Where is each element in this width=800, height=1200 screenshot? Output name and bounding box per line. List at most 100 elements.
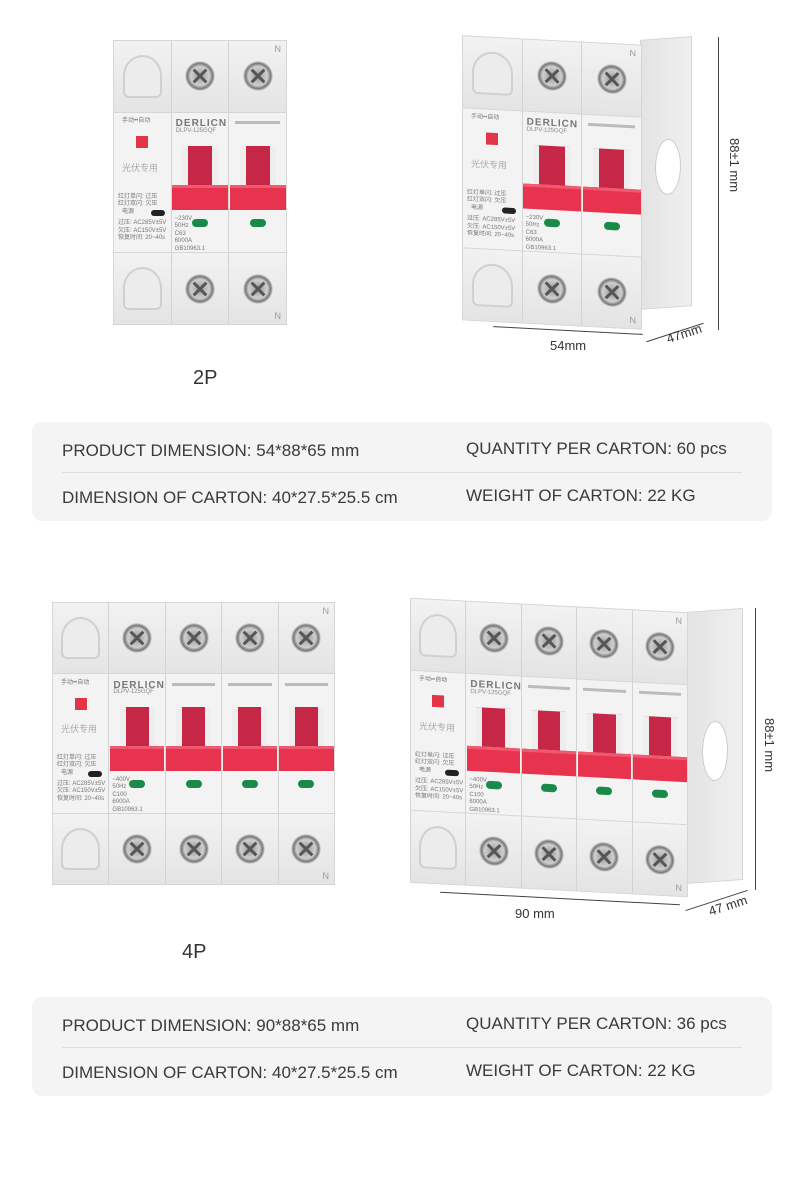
bottom-terminal xyxy=(171,253,229,324)
neutral-mark: N xyxy=(629,48,637,59)
terminal-cover xyxy=(122,55,163,98)
terminal-cover xyxy=(471,50,513,96)
green-indicator xyxy=(596,786,613,796)
breaker-4p-side xyxy=(685,607,743,885)
usage-label: 光伏专用 xyxy=(471,158,508,171)
screw-icon xyxy=(589,628,620,661)
handle-slot xyxy=(533,145,571,186)
rating-label: ~400V 50Hz C100 6000A GB10963.1 xyxy=(469,776,500,815)
bottom-terminal: N xyxy=(582,254,642,329)
breaker-2p-perspective-image: 手动••自动光伏专用红灯单闪: 过压 红灯双闪: 欠压电源过压: AC285V±… xyxy=(462,35,642,330)
toggle-handle xyxy=(633,716,687,783)
top-terminal xyxy=(466,601,521,676)
spec-card-4p: PRODUCT DIMENSION: 90*88*65 mm QUANTITY … xyxy=(32,997,772,1096)
handle-slot xyxy=(593,148,631,189)
front-panel xyxy=(278,673,335,814)
usage-label: 光伏专用 xyxy=(61,724,98,735)
green-indicator xyxy=(651,789,668,798)
toggle-handle xyxy=(522,710,576,777)
toggle-handle xyxy=(466,707,521,774)
pole xyxy=(222,603,279,884)
top-terminal xyxy=(521,604,577,679)
screw-icon xyxy=(178,623,209,654)
lamp-info: 红灯单闪: 过压 红灯双闪: 欠压 xyxy=(415,751,455,768)
front-panel: 手动••自动光伏专用红灯单闪: 过压 红灯双闪: 欠压电源过压: AC285V±… xyxy=(463,107,522,252)
handle-base xyxy=(466,745,521,774)
pole xyxy=(521,604,578,891)
screw-icon xyxy=(644,843,675,876)
height-dimension-label: 88±1 mm xyxy=(762,718,777,773)
bottom-terminal xyxy=(165,813,222,884)
handle-base xyxy=(109,745,165,772)
handle-base xyxy=(523,183,581,212)
terminal-cover xyxy=(419,825,458,871)
front-panel: 手动••自动光伏专用红灯单闪: 过压 红灯双闪: 欠压电源过压: AC285V±… xyxy=(411,669,466,814)
handle-slot xyxy=(288,707,324,746)
screw-icon xyxy=(644,631,675,663)
terminal-cover xyxy=(471,263,513,308)
toggle-handle xyxy=(582,148,641,216)
protection-specs: 过压: AC285V±5V 欠压: AC150V±5V 恢复时间: 20~40s xyxy=(118,220,167,242)
protection-specs: 过压: AC285V±5V 欠压: AC150V±5V 恢复时间: 20~40s xyxy=(415,778,464,802)
brand-logo: DERLICN xyxy=(175,118,228,130)
front-panel xyxy=(222,673,278,814)
spec-card-2p: PRODUCT DIMENSION: 54*88*65 mm QUANTITY … xyxy=(32,422,772,521)
handle-base xyxy=(279,745,334,772)
top-terminal xyxy=(165,603,222,674)
handle-base xyxy=(577,751,632,780)
decor-bar xyxy=(284,682,329,686)
power-label: 电源 xyxy=(471,204,484,212)
toggle-handle xyxy=(172,146,228,211)
screw-icon xyxy=(122,623,153,654)
carton-dimension: DIMENSION OF CARTON: 40*27.5*25.5 cm xyxy=(62,488,398,507)
depth-dimension-label: 47mm xyxy=(664,320,704,347)
test-button xyxy=(136,136,149,149)
top-terminal: N xyxy=(278,603,335,674)
bottom-terminal xyxy=(109,813,165,884)
screw-icon xyxy=(537,272,567,305)
terminal-cover xyxy=(61,617,101,660)
width-dimension-label: 54mm xyxy=(550,338,587,353)
neutral-mark: N xyxy=(675,882,683,893)
bottom-terminal: N xyxy=(229,253,287,324)
neutral-mark: N xyxy=(274,44,282,54)
green-indicator xyxy=(192,218,208,227)
front-panel xyxy=(577,678,632,823)
test-button xyxy=(432,695,445,708)
rating-label: ~230V 50Hz C63 6000A GB10963.1 xyxy=(525,214,557,253)
label-module: 手动••自动光伏专用红灯单闪: 过压 红灯双闪: 欠压电源过压: AC285V±… xyxy=(463,36,523,323)
toggle-handle xyxy=(523,145,581,212)
product-dimension: PRODUCT DIMENSION: 90*88*65 mm xyxy=(62,1016,360,1035)
model-number: DLPV-125GQF xyxy=(113,689,154,696)
screw-icon xyxy=(234,623,265,654)
breaker-2p-side xyxy=(640,36,692,310)
terminal-cover xyxy=(61,827,101,870)
green-indicator xyxy=(185,779,202,788)
screw-icon xyxy=(589,840,620,873)
toggle-handle xyxy=(166,707,221,772)
handle-base xyxy=(229,184,286,211)
model-number: DLPV-125GQF xyxy=(175,128,217,135)
green-indicator xyxy=(241,779,258,788)
breaker-4p-front-image: 手动••自动光伏专用红灯单闪: 过压 红灯双闪: 欠压电源过压: AC285V±… xyxy=(52,602,335,885)
screw-icon xyxy=(242,273,273,304)
bottom-terminal xyxy=(577,819,632,894)
pole xyxy=(165,603,223,884)
power-label: 电源 xyxy=(61,769,74,776)
bottom-terminal xyxy=(222,813,278,884)
front-panel xyxy=(521,675,577,820)
top-terminal: N xyxy=(582,42,642,117)
power-indicator xyxy=(501,207,516,215)
bottom-terminal: N xyxy=(632,822,688,897)
width-dimension-label: 90 mm xyxy=(515,906,555,921)
screw-icon xyxy=(291,833,322,864)
decor-bar xyxy=(527,684,571,691)
top-terminal xyxy=(411,598,466,673)
handle-base xyxy=(222,745,278,772)
handle-slot xyxy=(476,707,511,748)
